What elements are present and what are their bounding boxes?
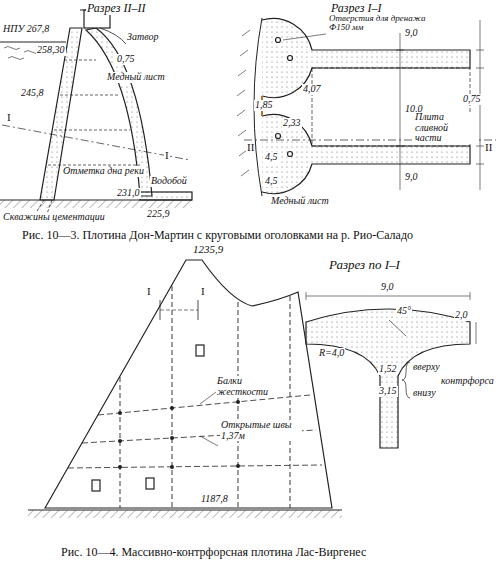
drawing-label: 45° [396, 306, 412, 317]
drawing-label: Плита сливной части [414, 112, 476, 144]
drawing-label: 0,75 [116, 54, 136, 65]
drawing-label: 9,0 [404, 28, 419, 39]
drawing-label: 225,9 [146, 209, 171, 220]
drawing-label: Медный лист [270, 196, 330, 207]
drawing-label: Разрез по I–I [328, 258, 401, 272]
drawing-label: контрфорса [440, 376, 495, 387]
drawing-label: 4,5 [264, 152, 279, 163]
drawing-label: 258,30 [36, 45, 66, 56]
buttress-elevation [28, 260, 342, 518]
drawing-label: 3,15 [378, 386, 398, 397]
section-ii-ii [0, 4, 192, 222]
drawing-label: 1,52 [378, 364, 398, 375]
drawing-label: 245,8 [20, 88, 45, 99]
drawing-label: Водобой [150, 176, 188, 187]
drawing-label: I [164, 150, 170, 162]
drawing-label: II [246, 142, 255, 154]
drawing-label: внизу [412, 388, 437, 399]
figure-caption: Рис. 10—3. Плотина Дон-Мартин с круговым… [22, 228, 413, 243]
drawing-label: НПУ 267,8 [2, 24, 50, 35]
drawing-label: 2,33 [282, 118, 302, 129]
drawing-label: Отметка дна реки [62, 166, 145, 177]
drawing-label: 1235,9 [192, 244, 224, 256]
drawing-label: 0,75 [462, 94, 482, 105]
drawing-label: 1187,8 [200, 494, 229, 505]
drawing-label: Скважины цементации [2, 212, 106, 223]
drawing-label: I [200, 286, 206, 298]
section-i-i-plan [237, 18, 496, 196]
figure-caption: Рис. 10—4. Массивно-контрфорсная плотина… [60, 546, 367, 559]
drawing-label: 4,07 [302, 84, 322, 95]
drawing-label: Медный лист [106, 72, 166, 83]
drawing-label: II [484, 142, 493, 154]
drawing-label: 1,85 [254, 100, 274, 111]
drawing-label: 9,0 [380, 282, 395, 293]
drawing-label: Затвор [126, 32, 159, 43]
drawing-label: R=4,0 [318, 348, 345, 359]
drawing-label: вверху [412, 362, 441, 373]
drawing-label: Отверстия для дренажа Ф150 мм [328, 14, 440, 33]
drawing-label: I [6, 112, 12, 124]
drawing-label: 231,0 [116, 188, 141, 199]
drawing-label: Разрез II–II [86, 2, 146, 15]
drawing-label: 2,0 [454, 310, 469, 321]
drawing-label: 4,5 [264, 176, 279, 187]
drawing-label: Открытые швы 1,37м [220, 420, 302, 441]
drawing-label: 9,0 [404, 172, 419, 183]
drawing-label: Балки жесткости [216, 376, 284, 397]
buttress-t-section [306, 292, 476, 448]
drawing-label: Разрез I–I [330, 2, 382, 15]
drawing-label: I [146, 286, 152, 298]
